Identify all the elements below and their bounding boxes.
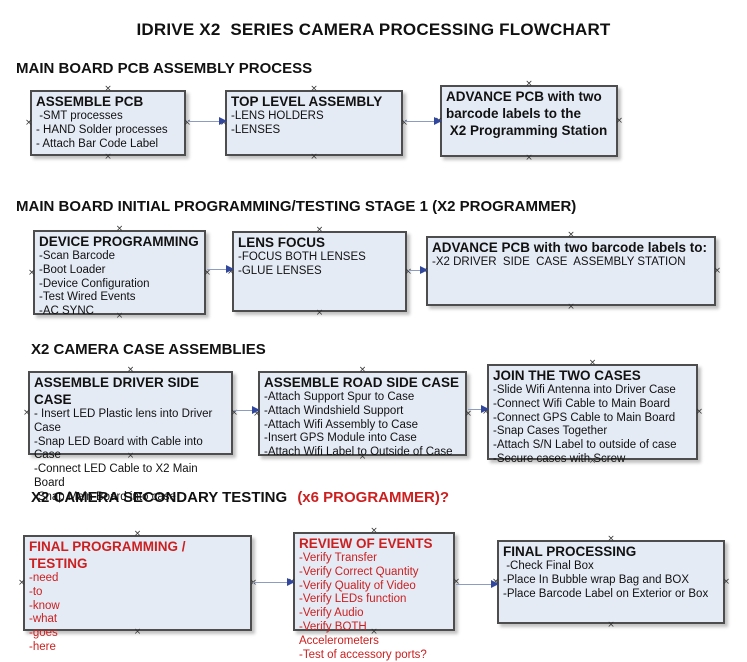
box-items: -X2 DRIVER SIDE CASE ASSEMBLY STATION: [432, 256, 686, 268]
anchor-x-icon: ×: [567, 302, 575, 312]
page-title: IDRIVE X2 SERIES CAMERA PROCESSING FLOWC…: [136, 20, 611, 39]
anchor-x-icon: ×: [23, 408, 31, 418]
flow-arrow[interactable]: [253, 578, 295, 586]
flow-box-lens-focus[interactable]: LENS FOCUS -FOCUS BOTH LENSES -GLUE LENS…: [227, 226, 412, 318]
box-title: FINAL PROCESSING: [503, 544, 637, 559]
box-items: -SMT processes - HAND Solder processes -…: [36, 110, 168, 150]
anchor-x-icon: ×: [525, 153, 533, 163]
anchor-x-icon: ×: [525, 79, 533, 89]
box-title: ADVANCE PCB with two barcode labels to:: [432, 240, 708, 255]
anchor-x-icon: ×: [25, 118, 33, 128]
flow-arrow[interactable]: [234, 406, 260, 414]
section-header-pcb-assembly: MAIN BOARD PCB ASSEMBLY PROCESS: [16, 60, 313, 77]
arrow-head-icon: [434, 117, 442, 125]
anchor-x-icon: ×: [567, 230, 575, 240]
arrow-head-icon: [226, 265, 234, 273]
flow-arrow[interactable]: [404, 117, 442, 125]
anchor-x-icon: ×: [607, 620, 615, 630]
anchor-x-icon: ×: [713, 266, 721, 276]
flow-box-top-level-assembly[interactable]: TOP LEVEL ASSEMBLY -LENS HOLDERS -LENSES…: [220, 85, 408, 162]
section-header-case-assemblies: X2 CAMERA CASE ASSEMBLIES: [31, 341, 266, 358]
box-title: FINAL PROGRAMMING / TESTING: [29, 539, 190, 571]
anchor-x-icon: ×: [588, 358, 597, 368]
flow-box-join-the-two-cases[interactable]: JOIN THE TWO CASES -Slide Wifi Antenna i…: [482, 359, 703, 466]
flow-arrow[interactable]: [207, 265, 234, 273]
arrow-head-icon: [219, 117, 227, 125]
anchor-x-icon: ×: [28, 267, 36, 278]
flow-box-final-processing[interactable]: FINAL PROCESSING -Check Final Box -Place…: [492, 535, 730, 630]
box-title: ASSEMBLE DRIVER SIDE CASE: [34, 375, 203, 407]
box-items: -Verify Transfer -Verify Correct Quantit…: [299, 552, 427, 661]
flow-box-assemble-pcb[interactable]: ASSEMBLE PCB -SMT processes - HAND Solde…: [25, 85, 191, 162]
flow-arrow[interactable]: [468, 405, 489, 413]
anchor-x-icon: ×: [203, 267, 211, 278]
box-items: -need -to -know -what -goes -here: [29, 572, 60, 653]
anchor-x-icon: ×: [133, 529, 142, 539]
flow-box-review-of-events[interactable]: REVIEW OF EVENTS -Verify Transfer -Verif…: [288, 527, 460, 661]
anchor-x-icon: ×: [315, 225, 324, 235]
anchor-x-icon: ×: [370, 526, 378, 536]
anchor-x-icon: ×: [464, 408, 472, 419]
anchor-x-icon: ×: [249, 578, 257, 588]
box-items: -Check Final Box -Place In Bubble wrap B…: [503, 560, 709, 600]
flow-arrow[interactable]: [187, 117, 227, 125]
flow-box-advance-pcb-programming-station[interactable]: ADVANCE PCB with two barcode labels to t…: [435, 80, 623, 163]
flow-box-device-programming[interactable]: DEVICE PROGRAMMING -Scan Barcode -Boot L…: [28, 225, 211, 321]
anchor-x-icon: ×: [358, 365, 367, 375]
arrow-head-icon: [491, 580, 499, 588]
section-header-initial-programming: MAIN BOARD INITIAL PROGRAMMING/TESTING S…: [16, 198, 577, 215]
flow-arrow[interactable]: [408, 266, 428, 274]
box-title: TOP LEVEL ASSEMBLY: [231, 94, 383, 109]
anchor-x-icon: ×: [115, 224, 124, 234]
anchor-x-icon: ×: [310, 84, 318, 94]
anchor-x-icon: ×: [18, 578, 26, 588]
box-title: ADVANCE PCB with two barcode labels to t…: [446, 89, 608, 138]
anchor-x-icon: ×: [722, 577, 730, 587]
anchor-x-icon: ×: [310, 152, 318, 162]
box-title: DEVICE PROGRAMMING: [39, 234, 199, 249]
box-title: LENS FOCUS: [238, 235, 326, 250]
anchor-x-icon: ×: [615, 116, 623, 126]
anchor-x-icon: ×: [695, 407, 703, 417]
box-items: -Slide Wifi Antenna into Driver Case -Co…: [493, 384, 677, 465]
section-header-text: X2 CAMERA SECONDARY TESTING: [31, 489, 292, 506]
section-header-accent-text: (x6 PROGRAMMER)?: [297, 489, 449, 506]
flow-box-assemble-road-side-case[interactable]: ASSEMBLE ROAD SIDE CASE -Attach Support …: [253, 366, 472, 462]
arrow-head-icon: [287, 578, 295, 586]
arrow-head-icon: [481, 405, 489, 413]
flow-box-advance-pcb-case-assembly[interactable]: ADVANCE PCB with two barcode labels to: …: [421, 231, 721, 312]
anchor-x-icon: ×: [315, 308, 324, 318]
anchor-x-icon: ×: [126, 365, 135, 375]
box-items: -Attach Support Spur to Case -Attach Win…: [264, 391, 453, 459]
box-title: ASSEMBLE ROAD SIDE CASE: [264, 375, 460, 390]
box-items: - Insert LED Plastic lens into Driver Ca…: [34, 408, 213, 503]
anchor-x-icon: ×: [104, 152, 112, 162]
arrow-head-icon: [252, 406, 260, 414]
box-title: JOIN THE TWO CASES: [493, 368, 641, 383]
box-items: -LENS HOLDERS -LENSES: [231, 110, 324, 136]
box-items: -FOCUS BOTH LENSES -GLUE LENSES: [238, 251, 366, 277]
anchor-x-icon: ×: [104, 84, 112, 94]
arrow-head-icon: [420, 266, 428, 274]
section-header-secondary-testing: X2 CAMERA SECONDARY TESTING (x6 PROGRAMM…: [31, 489, 449, 506]
flow-box-assemble-driver-side-case[interactable]: ASSEMBLE DRIVER SIDE CASE - Insert LED P…: [23, 366, 238, 503]
box-items: -Scan Barcode -Boot Loader -Device Confi…: [39, 250, 150, 318]
flow-box-final-programming-testing[interactable]: FINAL PROGRAMMING / TESTING -need -to -k…: [18, 530, 257, 653]
box-title: ASSEMBLE PCB: [36, 94, 144, 109]
anchor-x-icon: ×: [607, 534, 615, 544]
box-title: REVIEW OF EVENTS: [299, 536, 433, 551]
flow-arrow[interactable]: [456, 580, 499, 588]
